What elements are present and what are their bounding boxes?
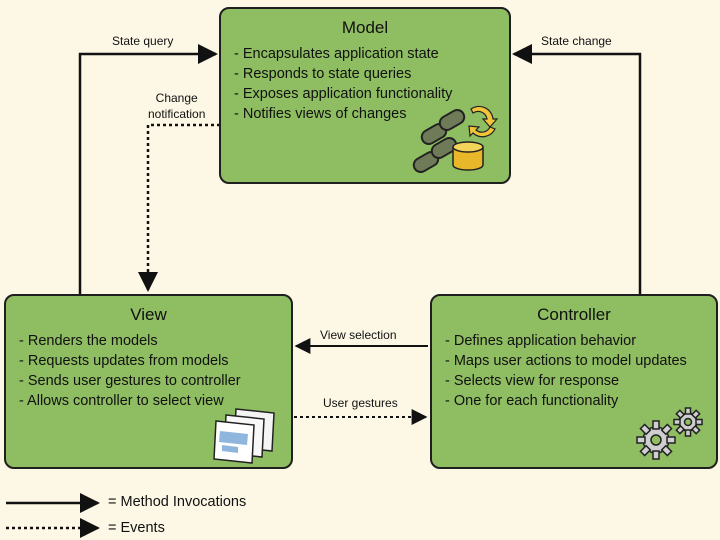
change-notification-arrow (138, 123, 220, 292)
change-notification-line1: Change (155, 91, 198, 105)
model-responsibilities: - Encapsulates application state - Respo… (221, 44, 509, 124)
model-item: - Encapsulates application state (234, 46, 439, 62)
view-item: - Sends user gestures to controller (19, 373, 241, 389)
legend-events: = Events (108, 520, 165, 536)
view-item: - Renders the models (19, 333, 158, 349)
controller-responsibilities: - Defines application behavior - Maps us… (432, 331, 716, 411)
model-item: - Notifies views of changes (234, 106, 407, 122)
controller-box: Controller - Defines application behavio… (430, 294, 718, 469)
state-query-label: State query (112, 34, 174, 48)
controller-title: Controller (537, 305, 611, 324)
controller-item: - Selects view for response (445, 373, 620, 389)
model-item: - Responds to state queries (234, 66, 412, 82)
view-item: - Requests updates from models (19, 353, 229, 369)
model-box: Model - Encapsulates application state -… (219, 7, 511, 184)
model-title: Model (341, 18, 389, 37)
view-responsibilities: - Renders the models - Requests updates … (6, 331, 291, 411)
controller-item: - Defines application behavior (445, 333, 637, 349)
state-query-arrow (78, 44, 218, 297)
gears-icon (636, 407, 703, 460)
legend-method-invocations: = Method Invocations (108, 494, 247, 510)
documents-icon (213, 408, 275, 464)
change-notification-line2: notification (148, 107, 206, 121)
view-box: View - Renders the models - Requests upd… (4, 294, 293, 469)
controller-item: - Maps user actions to model updates (445, 353, 687, 369)
view-item: - Allows controller to select view (19, 393, 224, 409)
state-change-label: State change (541, 34, 612, 48)
model-item: - Exposes application functionality (234, 86, 453, 102)
controller-item: - One for each functionality (445, 393, 619, 409)
user-gestures-label: User gestures (323, 396, 398, 410)
state-change-arrow (512, 44, 642, 297)
view-title: View (130, 305, 167, 324)
database-icon (412, 105, 499, 173)
view-selection-label: View selection (320, 328, 397, 342)
change-notification-label: Change notification (148, 90, 205, 122)
